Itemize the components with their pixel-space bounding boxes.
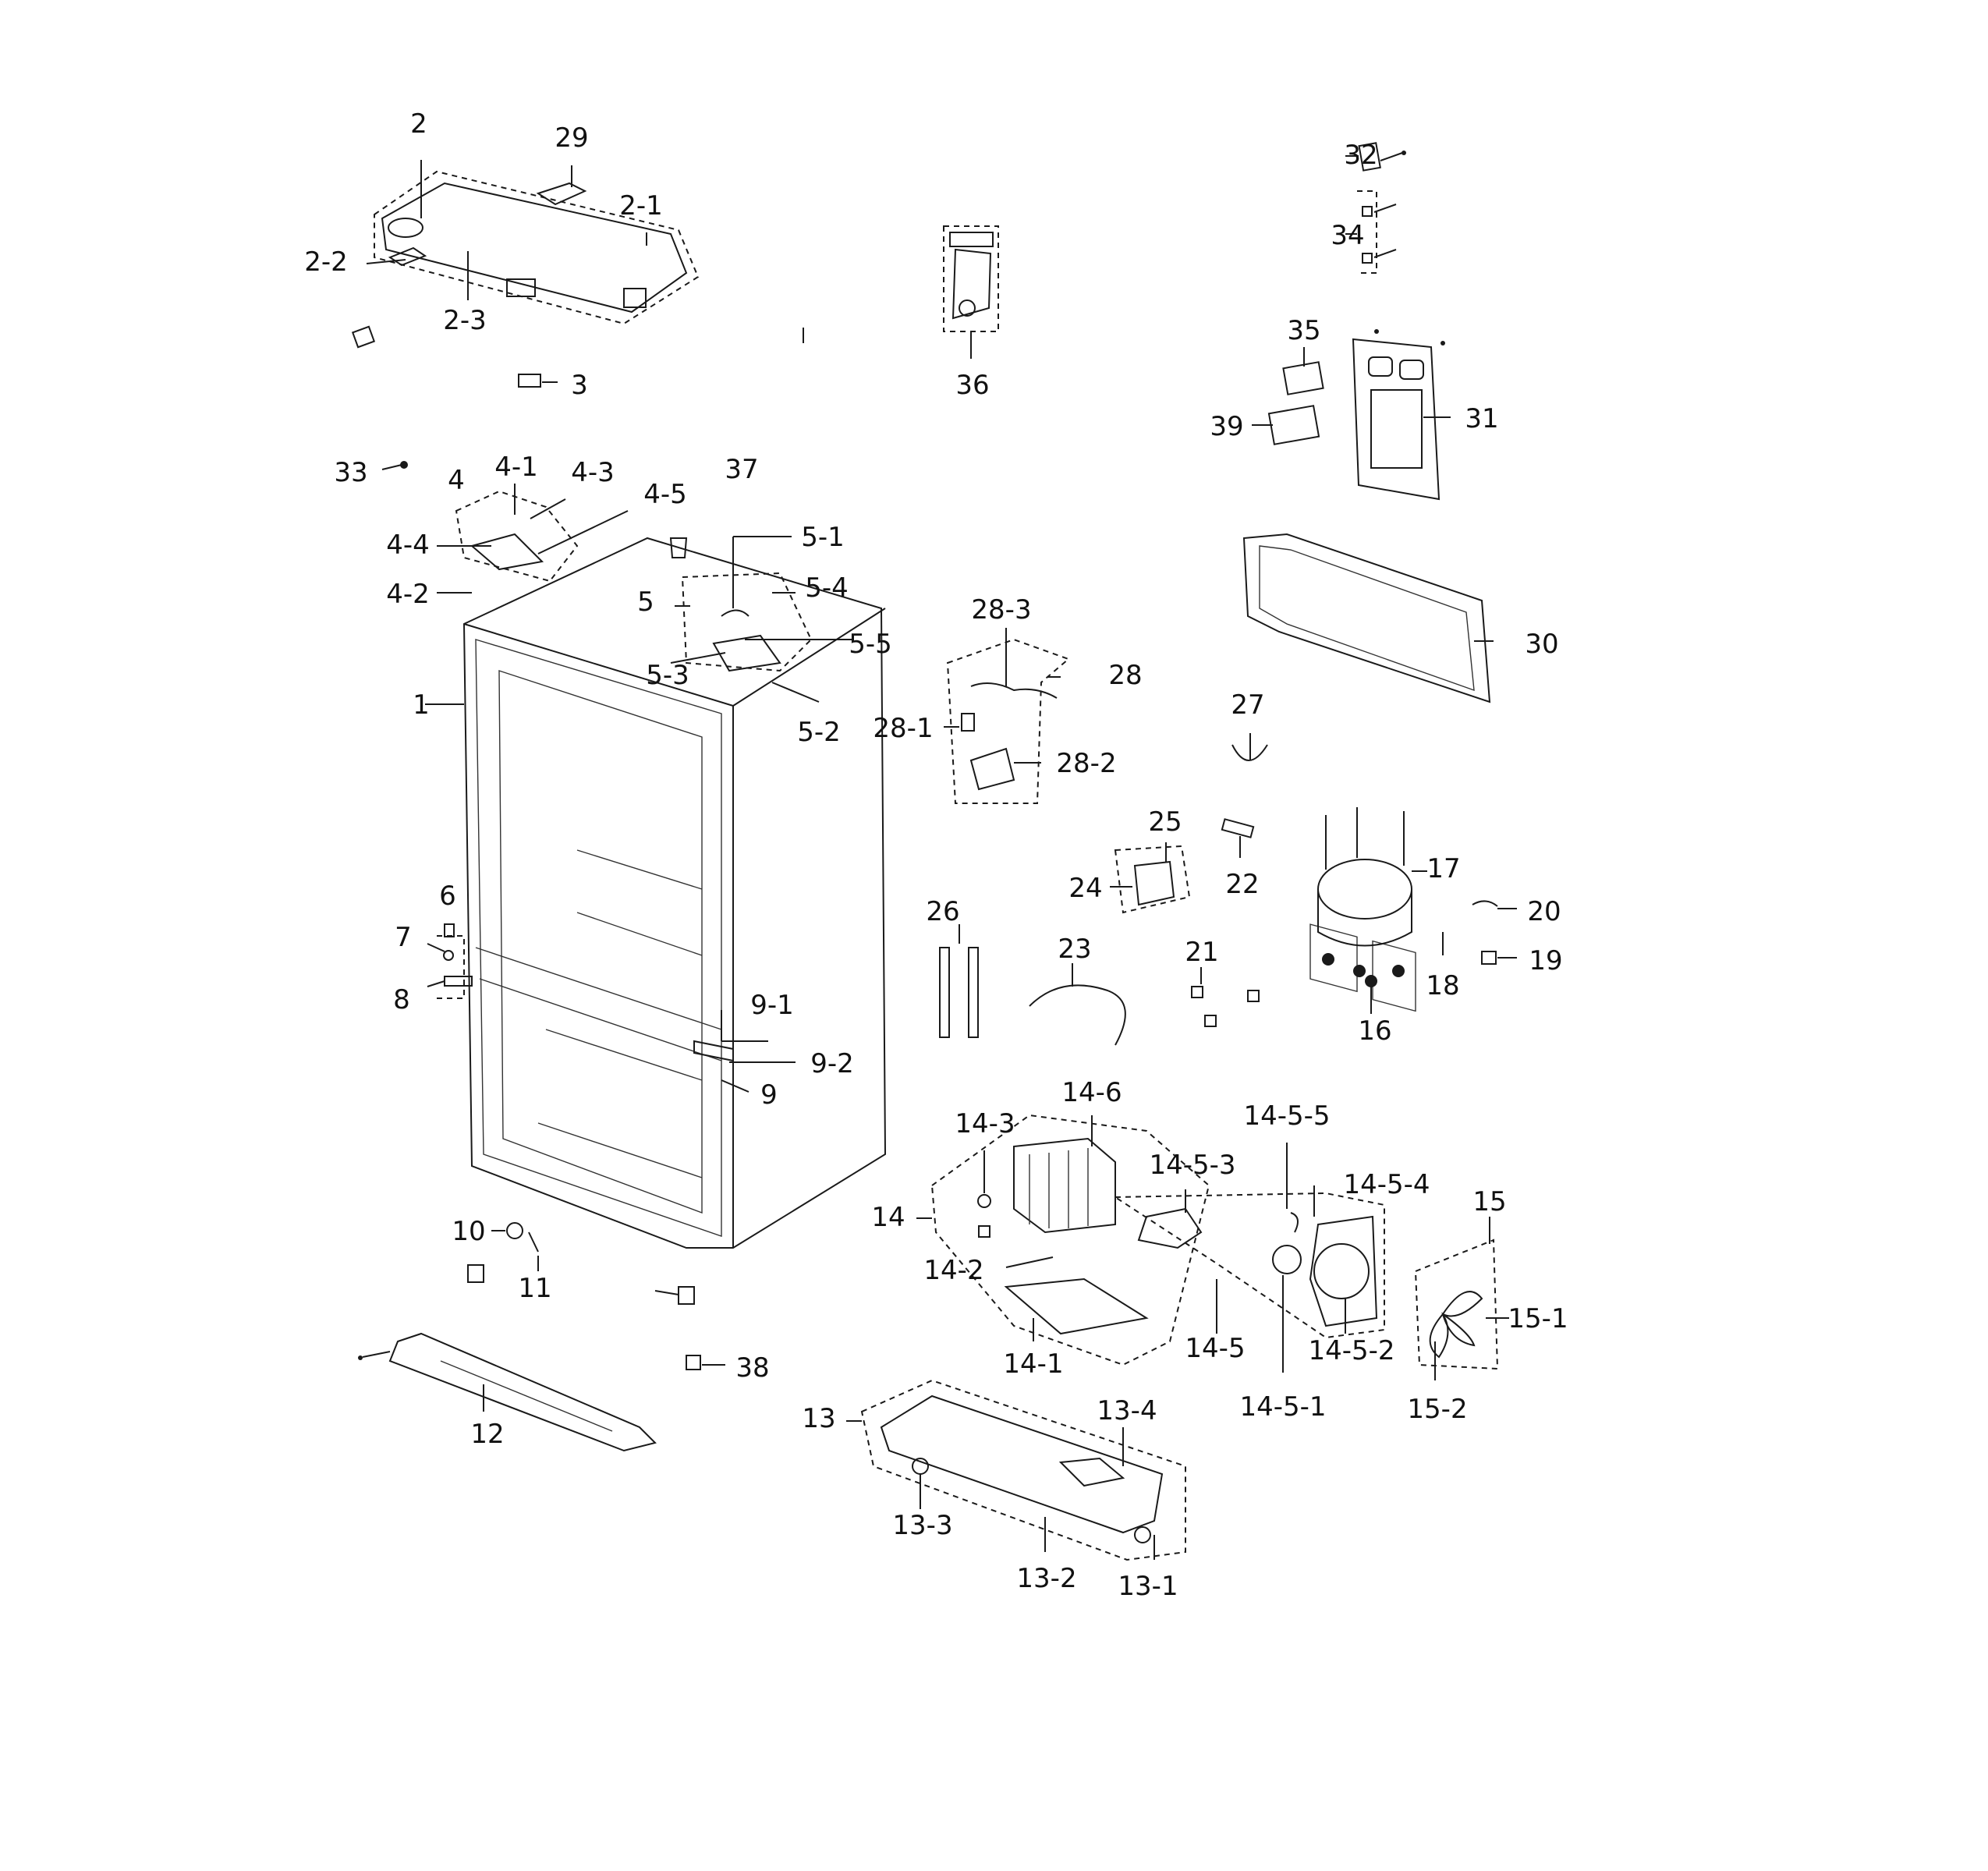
part-label: 13-3 — [892, 1510, 952, 1541]
part-label: 3 — [571, 370, 588, 401]
condenser-assembly-14 — [916, 1114, 1210, 1366]
part-label: 14-3 — [955, 1108, 1015, 1139]
part-label: 14-5-5 — [1243, 1100, 1330, 1132]
part-label: 4-4 — [386, 530, 430, 561]
part-label: 5-1 — [801, 522, 845, 553]
part-label: 14-2 — [923, 1255, 983, 1286]
part-label: 30 — [1525, 629, 1558, 660]
part-label: 2-2 — [304, 246, 348, 278]
ice-maker-assembly — [943, 225, 999, 359]
part-label: 12 — [470, 1419, 504, 1450]
part-label: 14-5 — [1185, 1333, 1245, 1364]
base-plate-assembly-13 — [846, 1379, 1186, 1561]
small-parts-6-7-8 — [427, 923, 473, 999]
part-label: 9-2 — [810, 1048, 854, 1079]
part-label: 5-2 — [797, 717, 841, 748]
part-label: 28-3 — [971, 594, 1031, 625]
part-label: 4-3 — [571, 457, 615, 488]
compressor-assembly — [1317, 807, 1517, 1014]
part-label: 5-4 — [805, 572, 849, 604]
part-label: 29 — [555, 122, 588, 154]
part-label: 20 — [1527, 896, 1561, 927]
part-label: 8 — [393, 984, 410, 1015]
part-label: 14-5-3 — [1149, 1150, 1235, 1181]
part-label: 32 — [1344, 140, 1377, 171]
small-parts-21-23-26 — [939, 924, 1260, 1046]
part-label: 22 — [1225, 869, 1259, 900]
part-label: 13-2 — [1016, 1563, 1076, 1594]
part-label: 2 — [410, 108, 427, 140]
part-label: 7 — [395, 922, 412, 953]
part-label: 5-5 — [849, 629, 892, 660]
upper-right-small-parts — [1345, 142, 1406, 274]
part-label: 14-5-1 — [1239, 1391, 1326, 1423]
top-cover-assembly — [351, 160, 700, 388]
part-label: 9 — [760, 1079, 778, 1111]
part-label: 27 — [1231, 689, 1264, 721]
part-label: 14-6 — [1061, 1077, 1122, 1108]
part-label: 28 — [1108, 660, 1142, 691]
part-label: 23 — [1058, 934, 1091, 965]
part-label: 28-2 — [1056, 748, 1116, 779]
part-label: 14-5-2 — [1308, 1335, 1394, 1366]
part-label: 10 — [452, 1216, 485, 1247]
part-label: 17 — [1426, 853, 1460, 884]
part-label: 2-3 — [443, 305, 487, 336]
part-label: 14 — [871, 1202, 905, 1233]
part-label: 13 — [802, 1403, 835, 1434]
rear-cover-assembly — [1252, 329, 1451, 501]
back-panel-assembly — [1242, 533, 1494, 1012]
refrigerator-cabinet — [425, 328, 887, 1249]
part-27 — [1231, 733, 1268, 761]
part-label: 4 — [448, 465, 465, 496]
part-label: 39 — [1210, 411, 1243, 442]
feet-and-rollers — [467, 1222, 725, 1370]
part-label: 4-1 — [494, 452, 538, 483]
fan-blade-15 — [1414, 1217, 1509, 1380]
part-label: 1 — [413, 689, 430, 721]
part-label: 5 — [637, 586, 654, 618]
small-parts-24-25-22 — [1110, 818, 1255, 914]
wire-harness-assembly-28 — [944, 628, 1070, 804]
part-label: 36 — [955, 370, 989, 401]
part-label: 15-2 — [1407, 1394, 1467, 1425]
part-label: 26 — [926, 896, 959, 927]
part-label: 37 — [725, 454, 758, 485]
part-label: 25 — [1148, 806, 1182, 838]
part-label: 15 — [1472, 1186, 1506, 1217]
part-label: 4-5 — [643, 479, 687, 510]
part-label: 5-3 — [646, 660, 689, 691]
part-label: 4-2 — [386, 579, 430, 610]
part-label: 18 — [1426, 970, 1459, 1001]
front-grille-12 — [358, 1332, 657, 1452]
part-label: 6 — [439, 881, 456, 912]
part-label: 28-1 — [873, 713, 933, 744]
part-label: 21 — [1185, 937, 1218, 968]
part-label: 13-4 — [1097, 1395, 1157, 1426]
part-label: 24 — [1068, 873, 1102, 904]
part-label: 9-1 — [750, 990, 794, 1021]
part-label: 35 — [1287, 315, 1320, 346]
part-label: 14-1 — [1003, 1348, 1063, 1380]
hinge-assembly-5 — [669, 536, 854, 703]
part-label: 14-5-4 — [1343, 1169, 1430, 1200]
part-label: 13-1 — [1118, 1571, 1178, 1602]
part-label: 38 — [735, 1352, 769, 1384]
part-label: 33 — [334, 457, 367, 488]
part-label: 19 — [1529, 945, 1562, 976]
part-label: 11 — [518, 1273, 551, 1304]
part-label: 31 — [1465, 403, 1498, 434]
part-9-assembly — [693, 1010, 796, 1093]
part-label: 34 — [1331, 220, 1364, 251]
fan-motor-assembly-14-5 — [1112, 1143, 1385, 1373]
part-label: 16 — [1358, 1015, 1391, 1047]
part-label: 2-1 — [619, 190, 663, 221]
part-label: 15-1 — [1508, 1303, 1568, 1334]
hinge-assembly-4 — [381, 461, 629, 594]
